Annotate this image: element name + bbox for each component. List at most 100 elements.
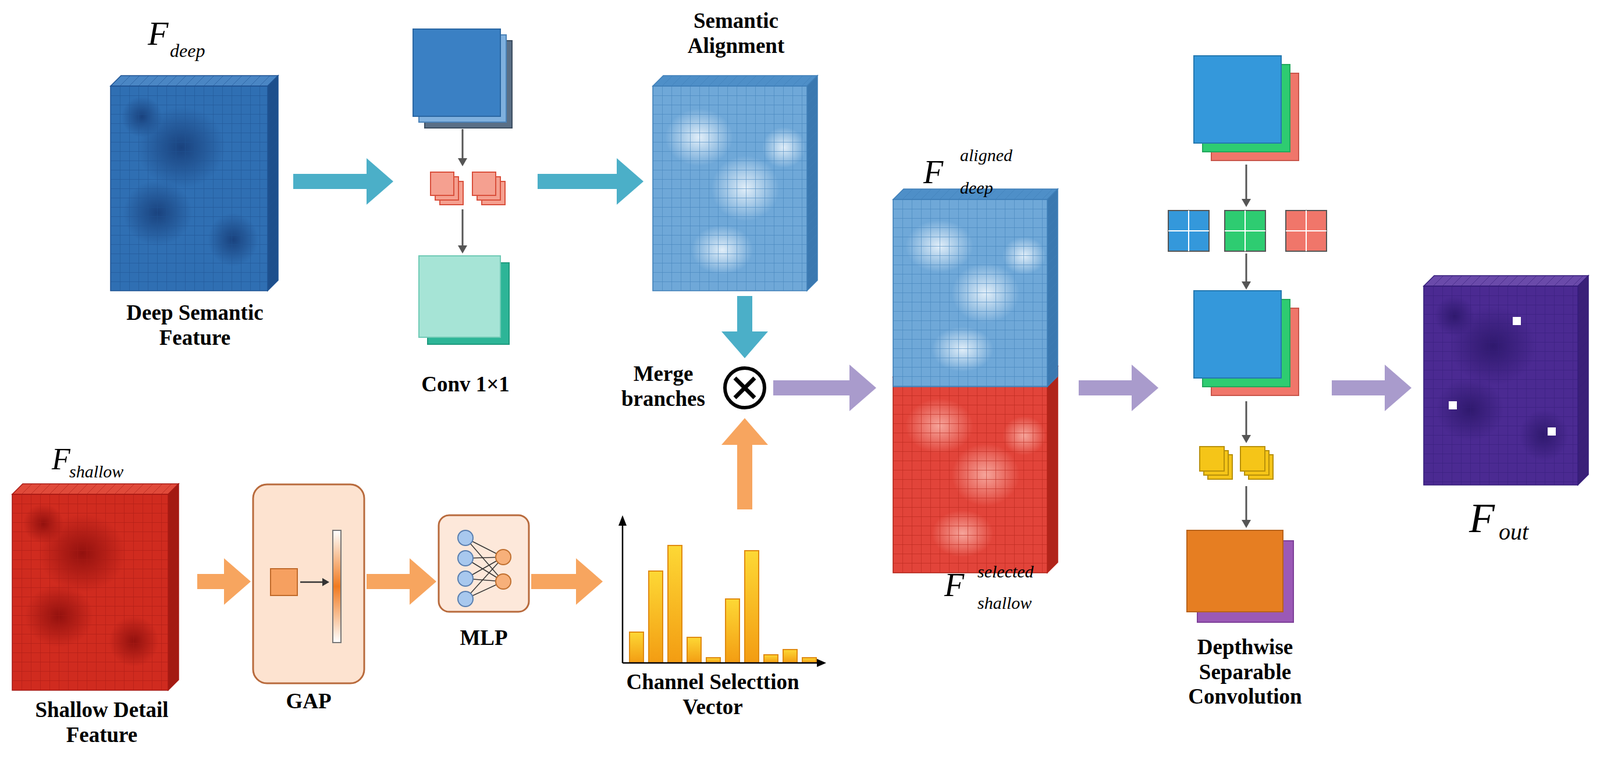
arrow-shaft — [1078, 380, 1133, 396]
mlp-node: MLP — [438, 515, 529, 656]
arrow-head — [409, 558, 437, 606]
merge-node: Merge branches — [605, 360, 771, 416]
channel-vector-bar — [332, 530, 341, 643]
arrow-head — [721, 418, 768, 446]
dsconv-node: Depthwise Separable Convolution — [1160, 52, 1330, 739]
flow-arrow — [1331, 364, 1412, 412]
math-symbol: deep — [960, 178, 994, 199]
flow-arrow — [300, 578, 330, 587]
node-label: GAP — [253, 689, 365, 715]
multiply-symbol — [724, 368, 765, 408]
feature-map — [1423, 275, 1589, 486]
feature-pair-node: FaligneddeepFselectedshallow — [878, 145, 1077, 623]
selection-bar — [706, 658, 721, 664]
math-symbol: F — [944, 566, 965, 604]
feature-map — [893, 189, 1058, 387]
conv-node: Conv 1×1 — [395, 23, 536, 408]
flow-arrow — [721, 418, 768, 510]
arrow-head — [1384, 364, 1412, 412]
kernel-square — [430, 172, 454, 196]
flow-arrow — [457, 209, 468, 254]
flow-arrow — [537, 158, 644, 205]
selection-bar — [763, 655, 778, 664]
math-symbol: selected — [977, 562, 1034, 583]
node-label: Channel Selecttion Vector — [605, 670, 821, 720]
pooled-cube — [270, 569, 298, 596]
selection-bar — [629, 632, 644, 664]
node-label: Merge branches — [605, 361, 722, 412]
mlp-box — [438, 515, 529, 613]
node-label: Depthwise Separable Convolution — [1169, 635, 1321, 710]
gap-node: GAP — [253, 484, 365, 730]
arrow-head — [1131, 364, 1159, 412]
flow-arrow — [721, 296, 768, 359]
arrow-shaft — [197, 574, 226, 590]
kernel-square — [1168, 210, 1210, 252]
selection-bar — [648, 571, 663, 664]
kernel-square — [472, 172, 496, 196]
arrow-shaft — [737, 443, 753, 510]
flow-arrow — [197, 558, 251, 606]
flow-arrow — [773, 364, 877, 412]
math-symbol: F — [923, 153, 944, 191]
feature-map — [893, 366, 1058, 574]
flow-arrow — [531, 558, 603, 606]
kernel-square — [1199, 446, 1225, 472]
selection-bar — [802, 658, 817, 664]
flow-arrow — [293, 158, 394, 205]
math-symbol: F — [1469, 494, 1495, 543]
arrow-head — [849, 364, 877, 412]
flow-arrow — [366, 558, 437, 606]
kernel-square — [1193, 55, 1282, 144]
vector-node: Channel Selecttion Vector — [605, 512, 821, 739]
arrow-shaft — [773, 380, 851, 396]
arrow-shaft — [366, 574, 411, 590]
flow-arrow — [1241, 164, 1251, 208]
arrow-head — [224, 558, 251, 606]
selection-bar — [744, 550, 759, 664]
feature-node: FdeepDeep Semantic Feature — [98, 14, 291, 373]
flow-arrow — [1241, 401, 1251, 444]
flow-arrow — [1241, 253, 1251, 290]
flow-arrow — [1078, 364, 1159, 412]
flow-arrow — [1241, 486, 1251, 529]
node-label: Conv 1×1 — [395, 372, 536, 398]
kernel-square — [413, 29, 501, 117]
selection-bar — [687, 637, 702, 664]
math-symbol: F — [51, 442, 71, 478]
kernel-square — [1240, 446, 1265, 472]
node-label: Deep Semantic Feature — [98, 300, 291, 351]
arrow-head — [616, 158, 644, 205]
math-symbol: deep — [169, 40, 205, 62]
node-label: MLP — [438, 626, 529, 652]
flow-arrow — [457, 129, 468, 167]
math-symbol: F — [147, 14, 169, 54]
arrow-head — [576, 558, 603, 606]
arrow-shaft — [293, 173, 368, 190]
selection-bar — [725, 599, 740, 664]
feature-map — [652, 75, 818, 291]
arrow-shaft — [531, 574, 578, 590]
math-symbol: shallow — [69, 461, 124, 483]
kernel-square — [1186, 530, 1283, 613]
math-symbol: out — [1498, 518, 1529, 546]
kernel-square — [1224, 210, 1266, 252]
gap-box — [253, 484, 365, 684]
kernel-square — [1193, 290, 1282, 379]
math-symbol: shallow — [977, 593, 1032, 614]
arrow-head — [721, 331, 768, 359]
feature-map — [12, 484, 179, 691]
output-node: Fout — [1413, 267, 1595, 565]
node-label: Shallow Detail Feature — [8, 698, 195, 748]
kernel-square — [418, 256, 501, 338]
selection-bar — [667, 545, 682, 664]
arrow-shaft — [537, 173, 618, 190]
math-symbol: aligned — [960, 145, 1013, 166]
feature-map — [110, 75, 279, 291]
selection-bar — [783, 649, 798, 664]
kernel-square — [1285, 210, 1327, 252]
alignment-node: Semantic Alignment — [645, 8, 827, 294]
arrow-head — [366, 158, 394, 205]
